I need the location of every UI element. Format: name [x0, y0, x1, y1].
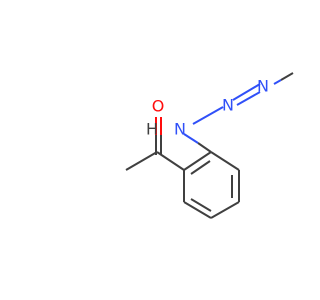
bond-ring-5-4	[210, 201, 240, 219]
atom-middle-n-label: N	[222, 96, 234, 115]
bond-ring-2-6	[210, 151, 240, 171]
bonds-group	[125, 72, 294, 219]
bond-ring-4-3	[183, 201, 212, 219]
bond-ring-1-2	[183, 151, 212, 171]
bond-amine-middle-n	[192, 106, 224, 125]
atom-terminal-n-label: N	[257, 77, 269, 96]
bond-ring-inner-a	[190, 160, 211, 175]
bond-methyl-carbonyl	[125, 151, 158, 171]
atom-labels-group: O H N N N	[146, 77, 269, 139]
bond-n-n-double-2	[236, 91, 261, 106]
bond-ring-amine-dark	[197, 142, 212, 153]
bond-ring-amine-blue	[183, 133, 199, 144]
structure-svg: O H N N N	[125, 72, 294, 219]
atom-oxygen-label: O	[152, 97, 165, 116]
bond-n-methyl-blue	[273, 79, 282, 85]
bond-carbonyl-ring	[156, 151, 185, 171]
bond-n-n-double-1	[232, 83, 261, 101]
atom-amine-h-label: H	[146, 120, 158, 139]
bond-ring-inner-c	[190, 198, 212, 212]
atom-amine-n-label: N	[174, 120, 186, 139]
bond-n-methyl-dark	[280, 72, 294, 81]
molecule-diagram: O H N N N	[125, 72, 294, 219]
